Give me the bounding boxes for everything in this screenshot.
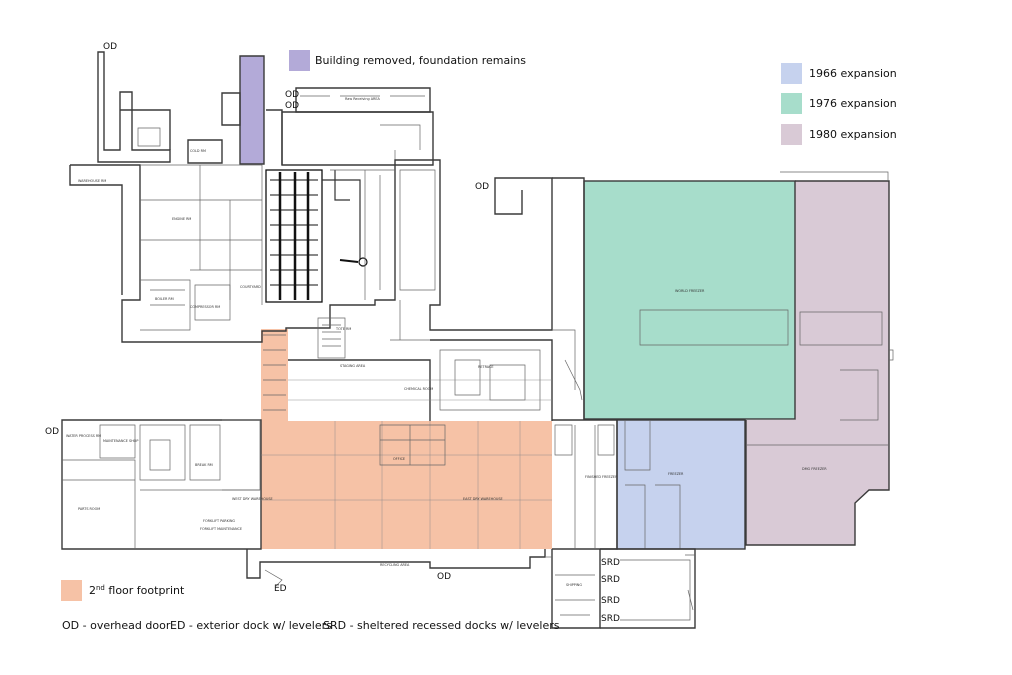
room-label: MAINTENANCE SHOP bbox=[103, 439, 138, 443]
note-srd: SRD - sheltered recessed docks w/ levele… bbox=[323, 619, 560, 632]
legend-label-1966: 1966 expansion bbox=[809, 67, 897, 80]
srd-label: SRD bbox=[601, 575, 620, 585]
room-label: FORKLIFT PARKING bbox=[203, 519, 235, 523]
od-label: OD bbox=[475, 182, 489, 192]
legend-swatch-1976 bbox=[781, 93, 802, 114]
legend-label-removed: Building removed, foundation remains bbox=[315, 54, 526, 67]
od-label: OD bbox=[437, 572, 451, 582]
room-label: OFFICE bbox=[393, 457, 405, 461]
srd-label: SRD bbox=[601, 558, 620, 568]
legend-second-floor: 2nd floor footprint bbox=[61, 580, 185, 601]
legend-removed: Building removed, foundation remains bbox=[289, 50, 526, 71]
room-label: WATER PROCESS RM bbox=[66, 434, 101, 438]
legend-swatch-1966 bbox=[781, 63, 802, 84]
room-label: CHEMICAL ROOM bbox=[404, 387, 433, 391]
building-walls bbox=[61, 51, 894, 629]
room-label: PARTS ROOM bbox=[78, 507, 100, 511]
room-label: RECYCLING AREA bbox=[380, 563, 410, 567]
legend-swatch-1980 bbox=[781, 124, 802, 145]
legend-swatch-removed bbox=[289, 50, 310, 71]
room-label: BOILER RM bbox=[155, 297, 174, 301]
room-label: WEST DRY WAREHOUSE bbox=[232, 497, 273, 501]
legend-label-1976: 1976 expansion bbox=[809, 97, 897, 110]
room-label: FREEZER bbox=[668, 472, 684, 476]
zone-second-floor bbox=[261, 329, 552, 549]
legend-swatch-second-floor bbox=[61, 580, 82, 601]
column-grid bbox=[261, 379, 552, 549]
room-label: COURTYARD bbox=[240, 285, 261, 289]
od-label: OD bbox=[45, 427, 59, 437]
zone-1966-expansion bbox=[617, 420, 745, 549]
room-label: SHIPPING bbox=[566, 583, 582, 587]
srd-label: SRD bbox=[601, 596, 620, 606]
production-line bbox=[265, 169, 368, 303]
room-labels: WAREHOUSE RM ENGINE RM BOILER RM COMPRES… bbox=[66, 97, 827, 587]
door-labels: OD OD OD OD OD OD ED SRD SRD SRD SRD bbox=[45, 42, 620, 624]
room-label: EAST DRY WAREHOUSE bbox=[463, 497, 503, 501]
zone-1980-expansion bbox=[746, 181, 889, 545]
legend-label-1980: 1980 expansion bbox=[809, 128, 897, 141]
od-label: OD bbox=[285, 90, 299, 100]
od-label: OD bbox=[285, 101, 299, 111]
note-ed: ED - exterior dock w/ levelers bbox=[170, 619, 332, 632]
abbreviation-notes: OD - overhead door ED - exterior dock w/… bbox=[62, 619, 560, 632]
room-label: FORKLIFT MAINTENANCE bbox=[200, 527, 242, 531]
ed-label: ED bbox=[274, 584, 287, 594]
srd-label: SRD bbox=[601, 614, 620, 624]
legend-label-second-floor: 2nd floor footprint bbox=[89, 584, 185, 597]
zone-removed-building bbox=[240, 56, 264, 164]
zones bbox=[240, 56, 889, 549]
zone-1976-expansion bbox=[584, 181, 795, 419]
room-label: DMG FREEZER bbox=[802, 467, 827, 471]
room-label: BREAK RM bbox=[195, 463, 213, 467]
room-label: WAREHOUSE RM bbox=[78, 179, 106, 183]
room-label: FINISHED FREEZER bbox=[585, 475, 618, 479]
room-label: Raw Receiving AREA bbox=[345, 97, 381, 101]
room-label: TOTE RM bbox=[335, 327, 351, 331]
room-label: WORLD FREEZER bbox=[675, 289, 705, 293]
room-label: COLD RM bbox=[190, 149, 206, 153]
room-label: COMPRESSOR RM bbox=[190, 305, 220, 309]
od-label: OD bbox=[103, 42, 117, 52]
room-label: STAGING AREA bbox=[340, 364, 366, 368]
room-label: RETRACE bbox=[478, 365, 494, 369]
note-od: OD - overhead door bbox=[62, 619, 171, 632]
room-label: ENGINE RM bbox=[172, 217, 191, 221]
legend-expansions: 1966 expansion 1976 expansion 1980 expan… bbox=[781, 63, 897, 145]
